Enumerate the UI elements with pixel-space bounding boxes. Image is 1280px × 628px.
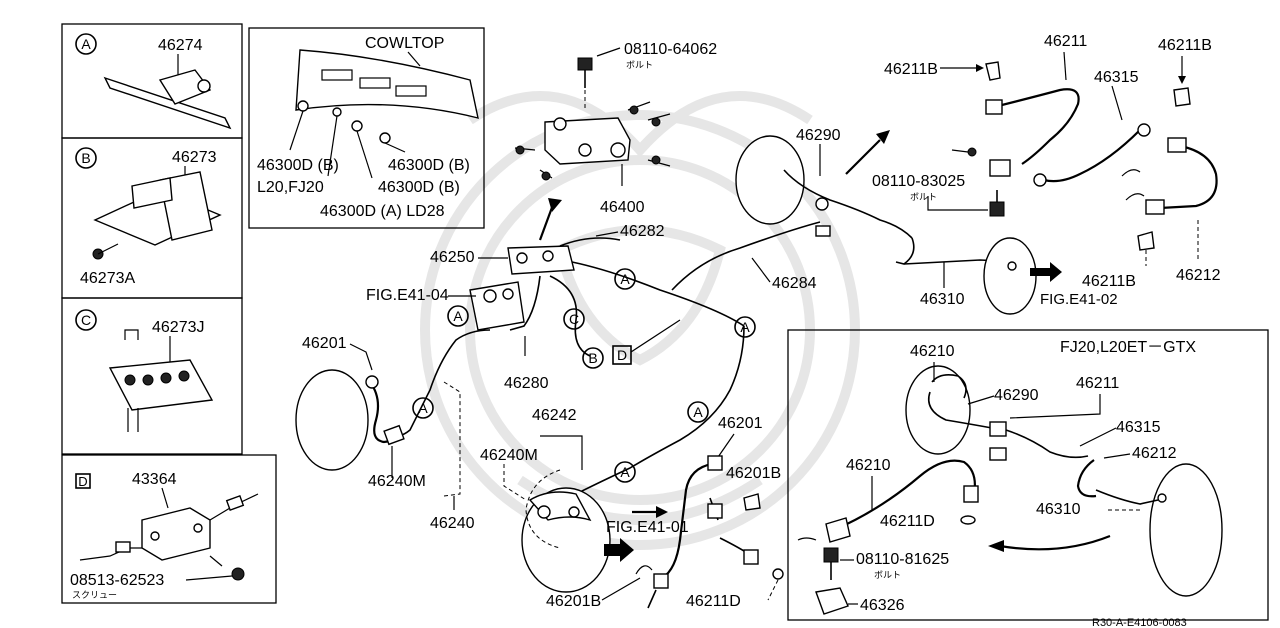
gtx-label-46211d: 46211D: [880, 513, 935, 530]
bracket-46273: [159, 171, 213, 241]
callout-a-2: A: [740, 319, 750, 335]
label-46211-top: 46211: [1044, 33, 1087, 50]
gtx-label-46210-top: 46210: [910, 343, 955, 360]
cowltop-panel: [295, 49, 479, 119]
inset-d-sub-label: 08513-62523: [70, 572, 164, 589]
callout-a-5: A: [693, 404, 703, 420]
callout-b: B: [588, 350, 597, 366]
callout-a-1: A: [620, 271, 630, 287]
gtx-panel: FJ20,L20ET－GTX 46210 46290 46211 46315 4…: [787, 329, 1269, 621]
reference-code: R30-A-E4106-0083: [1092, 617, 1187, 628]
inset-d-part-label: 43364: [132, 471, 177, 488]
callout-a-6: A: [620, 464, 630, 480]
caliper-backing-left: [295, 369, 369, 471]
gtx-label-46290: 46290: [994, 387, 1039, 404]
label-46240m-left: 46240M: [368, 473, 426, 490]
label-08110-64062: 08110-64062: [624, 41, 717, 58]
gtx-bolt-note: ボルト: [874, 570, 901, 580]
label-46400: 46400: [600, 199, 645, 216]
label-46315: 46315: [1094, 69, 1139, 86]
screw-08513: [231, 567, 245, 581]
label-46201-center: 46201: [718, 415, 763, 432]
main-assembly: 08110-64062 ボルト 46400 46250 46282: [295, 33, 1221, 610]
label-08110-83025: 08110-83025: [872, 173, 965, 190]
clip-46274: [158, 69, 212, 105]
gtx-label-46326: 46326: [860, 597, 905, 614]
gtx-label-46210-left: 46210: [846, 457, 891, 474]
label-46310: 46310: [920, 291, 965, 308]
label-46290: 46290: [796, 127, 841, 144]
inset-c-letter: C: [81, 312, 91, 328]
label-46211b-right: 46211B: [1082, 273, 1136, 290]
inset-b-sub-label: 46273A: [80, 270, 135, 287]
gtx-backing-plate: [905, 365, 971, 455]
hose-46211: [989, 159, 1011, 177]
label-46240m-center: 46240M: [480, 447, 538, 464]
label-46242: 46242: [532, 407, 577, 424]
callout-c: C: [569, 311, 579, 327]
cowltop-label-5: 46300D (A) LD28: [320, 203, 445, 220]
label-46211b-top-right: 46211B: [1158, 37, 1212, 54]
label-fig-e41-02: FIG.E41-02: [1040, 291, 1118, 308]
label-46284: 46284: [772, 275, 817, 292]
label-46280: 46280: [504, 375, 549, 392]
cowltop-label-4: 46300D (B): [378, 179, 460, 196]
gtx-drum: [1149, 463, 1223, 597]
label-46201b-bottom: 46201B: [546, 593, 601, 610]
inset-a-circle: [75, 33, 97, 55]
gtx-bracket-46326: [815, 587, 849, 615]
inset-a: A 46274: [61, 23, 243, 139]
bolt-note-2: ボルト: [910, 192, 937, 202]
gtx-label-46315: 46315: [1116, 419, 1161, 436]
distributor-46400: [544, 117, 631, 165]
label-46201b-center: 46201B: [726, 465, 781, 482]
label-46250: 46250: [430, 249, 475, 266]
label-fig-e41-04: FIG.E41-04: [366, 287, 449, 304]
gtx-panel-title: FJ20,L20ET－GTX: [1060, 339, 1196, 356]
inset-a-part-label: 46274: [158, 37, 203, 54]
cowltop-label-1: 46300D (B): [257, 157, 339, 174]
inset-c-part-label: 46273J: [152, 319, 205, 336]
backing-plate-46290: [735, 135, 805, 225]
gtx-label-46211: 46211: [1076, 375, 1119, 392]
label-46211b-top-left: 46211B: [884, 61, 938, 78]
label-46211d-bottom: 46211D: [686, 593, 741, 610]
gtx-label-46212: 46212: [1132, 445, 1177, 462]
inset-b-part-label: 46273: [172, 149, 217, 166]
drum-46310: [983, 237, 1037, 315]
inset-a-letter: A: [81, 36, 91, 52]
gtx-label-46310: 46310: [1036, 501, 1081, 518]
label-46240: 46240: [430, 515, 475, 532]
callout-a-4: A: [418, 400, 428, 416]
master-cylinder-bracket: [469, 281, 525, 331]
gtx-label-08110-81625: 08110-81625: [856, 551, 949, 568]
callout-d: D: [617, 347, 627, 363]
inset-b-letter: B: [81, 150, 90, 166]
inset-d: D 43364 08513-62523 スクリュー: [61, 454, 277, 604]
label-46282: 46282: [620, 223, 665, 240]
label-fig-e41-01: FIG.E41-01: [606, 519, 689, 536]
label-46201-left: 46201: [302, 335, 347, 352]
inset-c: C 46273J: [61, 297, 243, 455]
callout-a-3: A: [453, 308, 463, 324]
inset-b: B 46273 46273A: [61, 137, 243, 299]
inset-d-letter: D: [78, 474, 87, 489]
bolt-icon: [577, 57, 593, 71]
clip-46273j: [108, 359, 214, 411]
bolt-note-1: ボルト: [626, 60, 653, 70]
label-46212: 46212: [1176, 267, 1221, 284]
inset-d-sub-note: スクリュー: [72, 590, 117, 600]
cowltop-inset: COWLTOP 46300D (B) L20,FJ20 46300D (B) 4…: [248, 27, 485, 229]
cowltop-label-3: 46300D (B): [388, 157, 470, 174]
cowltop-label-2: L20,FJ20: [257, 179, 324, 196]
cowltop-title: COWLTOP: [365, 35, 444, 52]
